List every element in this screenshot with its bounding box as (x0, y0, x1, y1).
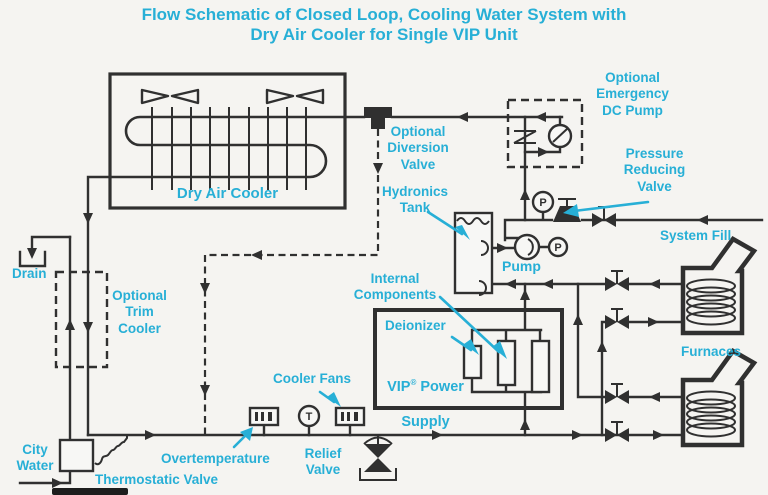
furnace-coil-icon (686, 278, 736, 326)
water-level-mark (456, 217, 490, 225)
ball-valve-icon (605, 383, 629, 404)
dry-air-cooler-label: Dry Air Cooler (176, 185, 279, 202)
system-fill-line (503, 210, 764, 249)
diversion-valve-icon (364, 107, 392, 129)
emergency-pump-box (506, 98, 584, 169)
system-fill-label: System Fill (660, 228, 732, 243)
vip-power-supply-label: VIP® Power Supply (378, 360, 473, 449)
furnaces-label: Furnaces (681, 344, 742, 359)
instruments: T (248, 404, 366, 437)
furnace (680, 348, 758, 448)
shutoff-valve-icons (592, 206, 629, 442)
dry-air-cooler-box (108, 72, 347, 210)
pressure-gauge-letter: P (539, 197, 546, 209)
cooler-coil (110, 115, 345, 179)
diagram-title: Flow Schematic of Closed Loop, Cooling W… (0, 5, 768, 45)
vip-power-supply-box (373, 308, 564, 410)
optional-emergency-dc-pump (506, 98, 584, 169)
internal-components-label: Internal Components (353, 271, 437, 303)
thermostatic-valve (58, 435, 128, 473)
vip-line2: Supply (401, 413, 450, 430)
internal-circuit-lines (470, 308, 543, 410)
city-water-label: City Water (16, 442, 54, 474)
dry-air-cooler (108, 72, 347, 210)
furnace (680, 236, 758, 336)
furnace-coil-icon (686, 390, 736, 438)
overtemperature-label: Overtemperature (161, 451, 270, 466)
tank-port-marks (478, 240, 489, 296)
internal-component (530, 339, 551, 394)
pump-impeller-mark (527, 238, 534, 256)
registered-mark: ® (410, 377, 417, 387)
instrument-stems (262, 423, 352, 437)
furnace2-return (576, 282, 682, 399)
drain-label: Drain (12, 266, 47, 281)
cooler-outlet-line (86, 175, 112, 437)
cropped-text-artifact (52, 488, 128, 495)
emergency-pump-branch (523, 115, 562, 154)
optional-diversion-valve-label: Optional Diversion Valve (387, 124, 449, 172)
label-leader-arrows (232, 200, 650, 449)
pressure-gauge-icon (531, 190, 555, 214)
drain-line (30, 235, 72, 254)
thermometer-icon (297, 404, 321, 428)
title-line-2: Dry Air Cooler for Single VIP Unit (250, 25, 518, 45)
cooler-fins (151, 107, 307, 190)
title-line-1: Flow Schematic of Closed Loop, Cooling W… (141, 5, 627, 24)
pressure-reducing-valve-label: Pressure Reducing Valve (623, 146, 686, 194)
hydronics-tank-label: Hydronics Tank (381, 184, 449, 216)
hydronics-tank (453, 211, 494, 296)
drain-funnel-icon (18, 250, 47, 268)
fan-icon (140, 88, 200, 105)
thermostatic-valve-body (58, 438, 95, 473)
fan-icon (265, 88, 325, 105)
vip-rest: Power (416, 378, 464, 395)
pump-icon (513, 233, 541, 261)
optional-emergency-dc-pump-label: Optional Emergency DC Pump (596, 70, 669, 118)
optional-trim-cooler-box (54, 270, 109, 369)
furnace-supply-branch (600, 320, 682, 437)
ball-valve-icon (605, 270, 629, 291)
dc-pump-mark (552, 128, 568, 143)
deionizer-label: Deionizer (385, 318, 446, 333)
switch-glyph-marks (341, 412, 358, 421)
vip-name: VIP (387, 378, 411, 395)
check-valve-icon (513, 130, 537, 144)
diversion-bypass-line (203, 129, 380, 435)
ball-valve-icon (605, 421, 629, 442)
relief-valve-icon (359, 435, 397, 481)
optional-trim-cooler-label: Optional Trim Cooler (112, 288, 167, 336)
relief-valve-label: Relief Valve (304, 446, 342, 478)
pump-label: Pump (502, 258, 541, 274)
thermometer-letter: T (306, 411, 313, 423)
cooler-fans-label: Cooler Fans (273, 371, 352, 386)
ball-valve-icon (592, 206, 616, 227)
capillary-squiggle (94, 435, 128, 466)
pressure-gauge-letter: P (554, 242, 561, 254)
flow-arrows (27, 112, 708, 488)
pressure-gauge-icon (547, 236, 569, 258)
switch-glyph-marks (255, 412, 272, 421)
thermostatic-valve-label: Thermostatic Valve (95, 472, 219, 487)
ball-valve-icon (605, 308, 629, 329)
